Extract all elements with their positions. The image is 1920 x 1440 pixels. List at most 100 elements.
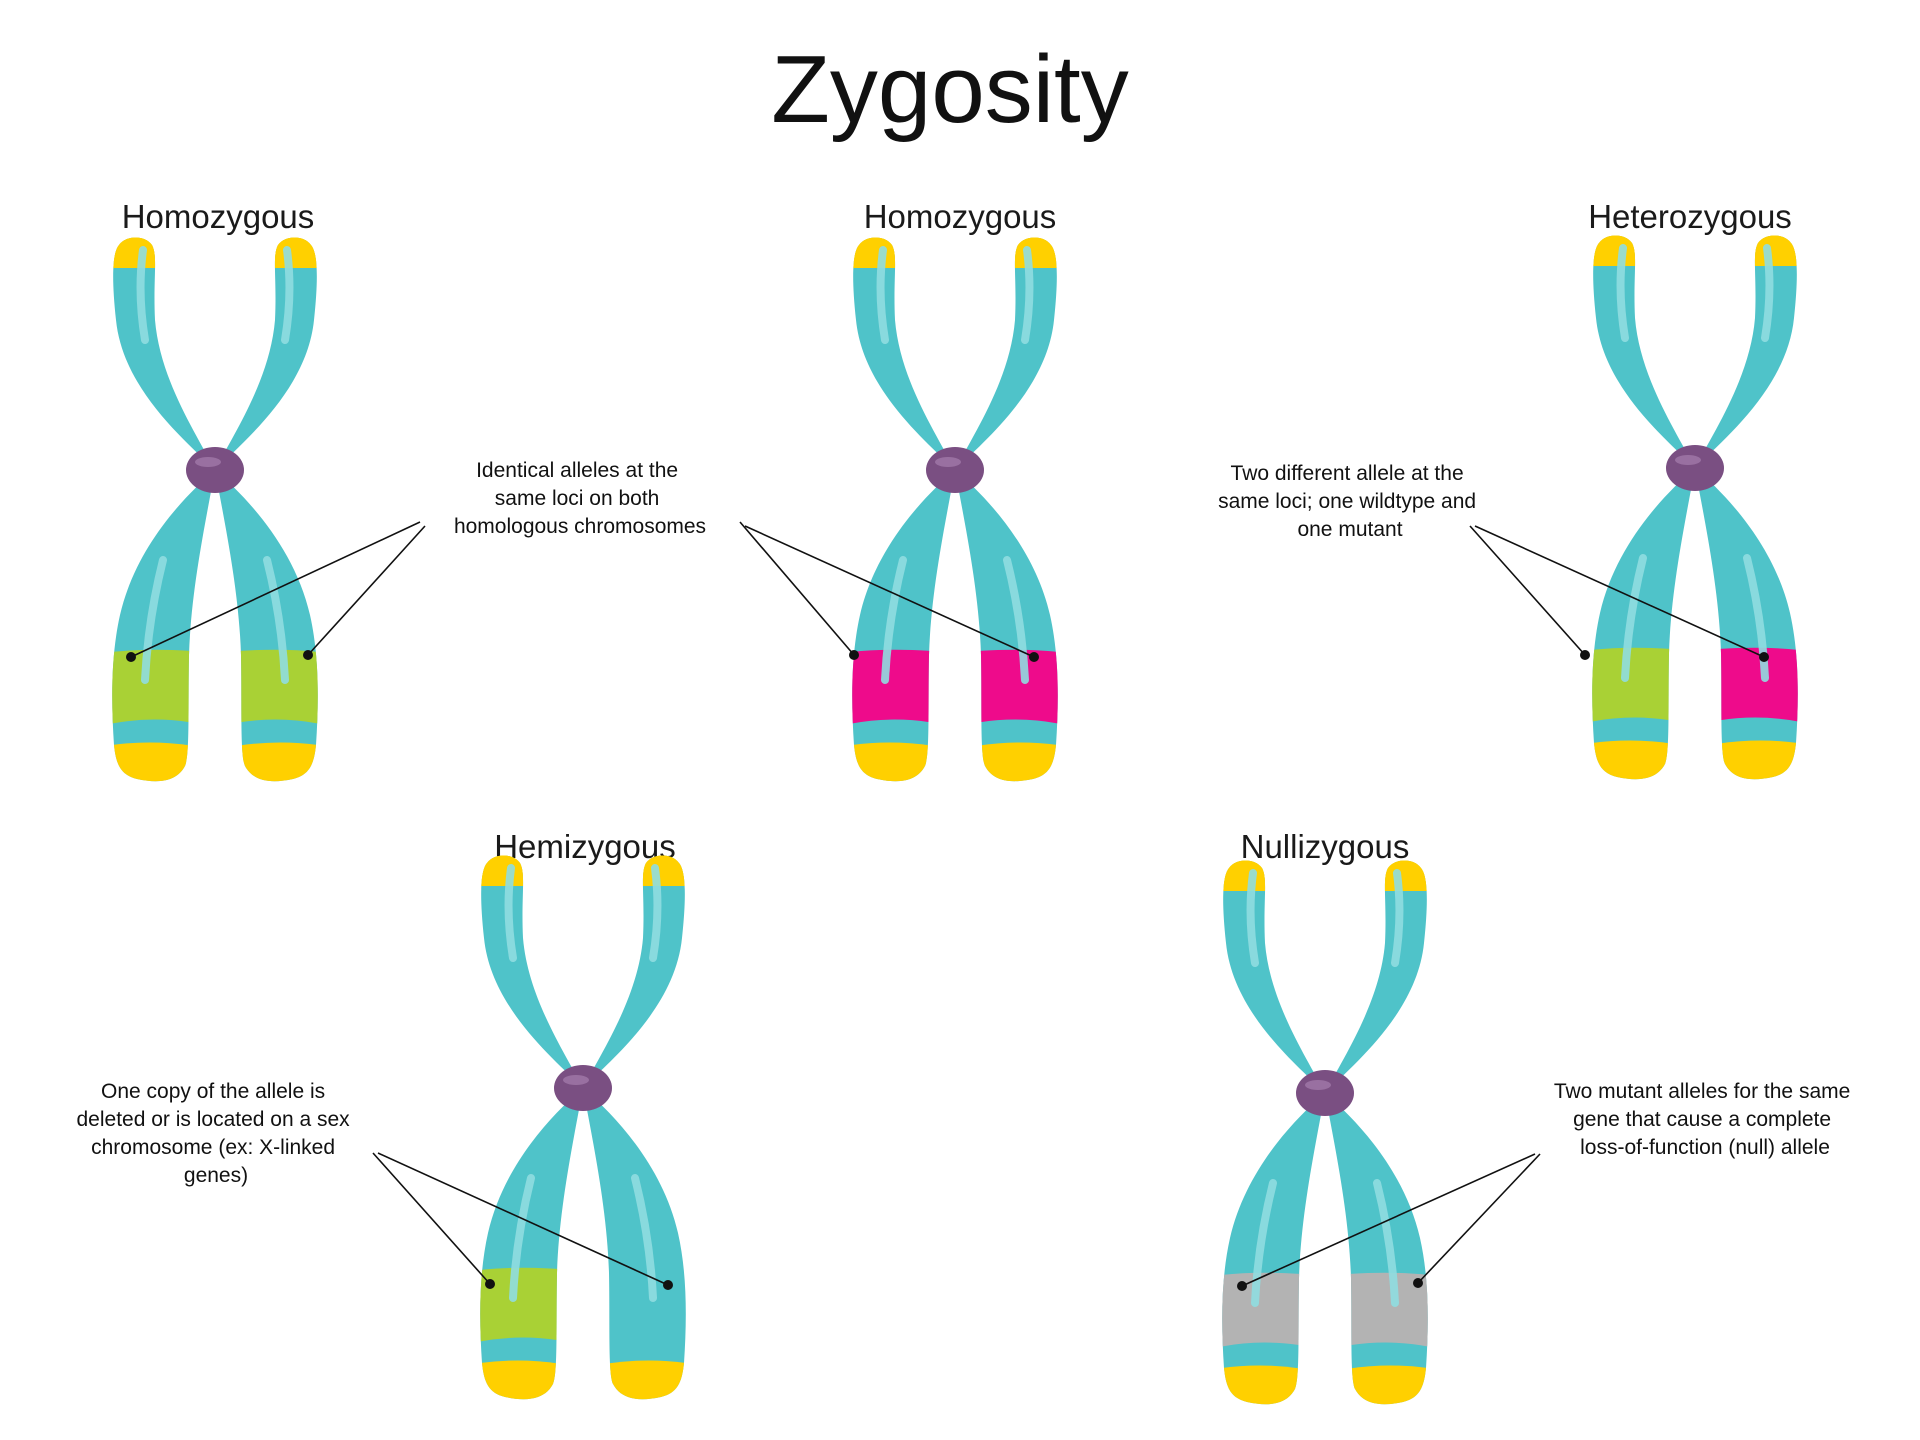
chromatid-highlight [141, 556, 167, 684]
lower-arm-left [1695, 468, 1798, 780]
centromere [554, 1065, 612, 1111]
allele-band [1335, 1272, 1428, 1353]
leader-different-to-panel3-left [1469, 525, 1586, 656]
chromatid-arm [1325, 860, 1427, 1093]
upper-arm-right [1593, 235, 1695, 468]
chromatid-highlight [881, 556, 907, 684]
leader-hemizygous-to-right-arm [377, 1152, 669, 1286]
pointer-dot [1580, 650, 1590, 660]
chromatid-arm [852, 470, 955, 782]
pointer-dot [485, 1279, 495, 1289]
annotation-identical-line-3: homologous chromosomes [454, 515, 706, 538]
annotation-identical-line-2: same loci on both [495, 487, 660, 510]
annotation-hemizygous-line-1: One copy of the allele is [101, 1080, 325, 1103]
allele-band [852, 649, 945, 730]
lower-arm-right [112, 470, 215, 782]
allele-band [1222, 1272, 1315, 1353]
panel-title-homozygous-wildtype: Homozygous [122, 198, 315, 235]
leader-identical-to-panel2-right [744, 525, 1035, 658]
lower-arm-right [1592, 468, 1695, 780]
chromatid-arm [955, 470, 1058, 782]
upper-arm-left [955, 237, 1057, 470]
annotation-hemizygous-line-4: genes) [184, 1164, 248, 1187]
chromatid-arm [1592, 468, 1695, 780]
annotation-identical-line-1: Identical alleles at the [476, 459, 678, 482]
upper-arm-left [583, 855, 685, 1088]
telomere-cap [255, 237, 317, 268]
upper-arm-right [1223, 860, 1325, 1093]
leader-lines [126, 521, 1769, 1291]
centromere-highlight [1305, 1080, 1331, 1090]
annotation-different-line-1: Two different allele at the [1231, 462, 1464, 485]
chromatid-highlight [649, 864, 662, 962]
lower-arm-right [1222, 1093, 1325, 1405]
leader-identical-to-panel2-left [739, 521, 855, 656]
annotation-nullizygous-line-2: gene that cause a complete [1573, 1108, 1831, 1131]
pointer-dot [303, 650, 313, 660]
lower-arm-left [955, 470, 1058, 782]
chromatid-arm [853, 237, 955, 470]
chromosome-heterozygous [1592, 235, 1798, 780]
leader-nullizygous-to-right-arm [1417, 1153, 1541, 1284]
chromatid-highlight [1743, 554, 1769, 682]
allele-band [1592, 647, 1685, 728]
centromere-highlight [563, 1075, 589, 1085]
chromosome-homozygous-wildtype [112, 237, 318, 782]
centromere-highlight [935, 457, 961, 467]
lower-arm-right [852, 470, 955, 782]
telomere-cap [1592, 740, 1685, 780]
chromatid-highlight [631, 1174, 657, 1302]
lower-arm-left [583, 1088, 686, 1400]
annotation-nullizygous-line-3: loss-of-function (null) allele [1580, 1136, 1830, 1159]
telomere-cap [995, 237, 1057, 268]
telomere-cap [112, 742, 205, 782]
centromere [926, 447, 984, 493]
leader-identical-to-panel1-right [307, 525, 426, 656]
allele-band [1705, 647, 1798, 728]
pointer-dot [1237, 1281, 1247, 1291]
panel-title-hemizygous: Hemizygous [494, 828, 676, 865]
annotation-nullizygous: Two mutant alleles for the same gene tha… [1554, 1080, 1856, 1159]
chromatid-arm [215, 237, 317, 470]
centromere [1296, 1070, 1354, 1116]
chromatid-highlight [504, 864, 517, 962]
allele-band [965, 649, 1058, 730]
annotation-different-line-3: one mutant [1297, 518, 1402, 541]
telomere-cap [623, 855, 685, 886]
chromatid-highlight [1021, 246, 1034, 344]
chromatid-arm [1222, 1093, 1325, 1405]
chromatid-arm [215, 470, 318, 782]
chromosome-hemizygous [480, 855, 686, 1400]
telomere-cap [1223, 860, 1285, 891]
chromatid-highlight [281, 246, 294, 344]
chromatid-highlight [1391, 869, 1404, 967]
chromatid-arm [583, 855, 685, 1088]
chromatid-highlight [1373, 1179, 1399, 1307]
chromatid-highlight [509, 1174, 535, 1302]
chromatid-highlight [1251, 1179, 1277, 1307]
telomere-cap [1735, 235, 1797, 266]
chromatid-arm [583, 1088, 686, 1400]
pointer-dot [1759, 652, 1769, 662]
leader-hemizygous-to-left-arm [372, 1152, 491, 1285]
chromatid-arm [1223, 860, 1325, 1093]
allele-band [112, 649, 205, 730]
annotation-identical-alleles: Identical alleles at the same loci on bo… [454, 459, 706, 538]
chromosome-homozygous-mutant [852, 237, 1058, 782]
pointer-dot [663, 1280, 673, 1290]
telomere-cap [225, 742, 318, 782]
pointer-dot [849, 650, 859, 660]
upper-arm-right [113, 237, 215, 470]
telomere-cap [593, 1360, 686, 1400]
telomere-cap [1335, 1365, 1428, 1405]
chromatid-highlight [263, 556, 289, 684]
pointer-dot [1029, 652, 1039, 662]
lower-arm-left [1325, 1093, 1428, 1405]
allele-band [225, 649, 318, 730]
telomere-cap [1365, 860, 1427, 891]
upper-arm-left [1695, 235, 1797, 468]
lower-arm-left [215, 470, 318, 782]
chromatid-arm [1695, 235, 1797, 468]
annotation-different-line-2: same loci; one wildtype and [1218, 490, 1476, 513]
